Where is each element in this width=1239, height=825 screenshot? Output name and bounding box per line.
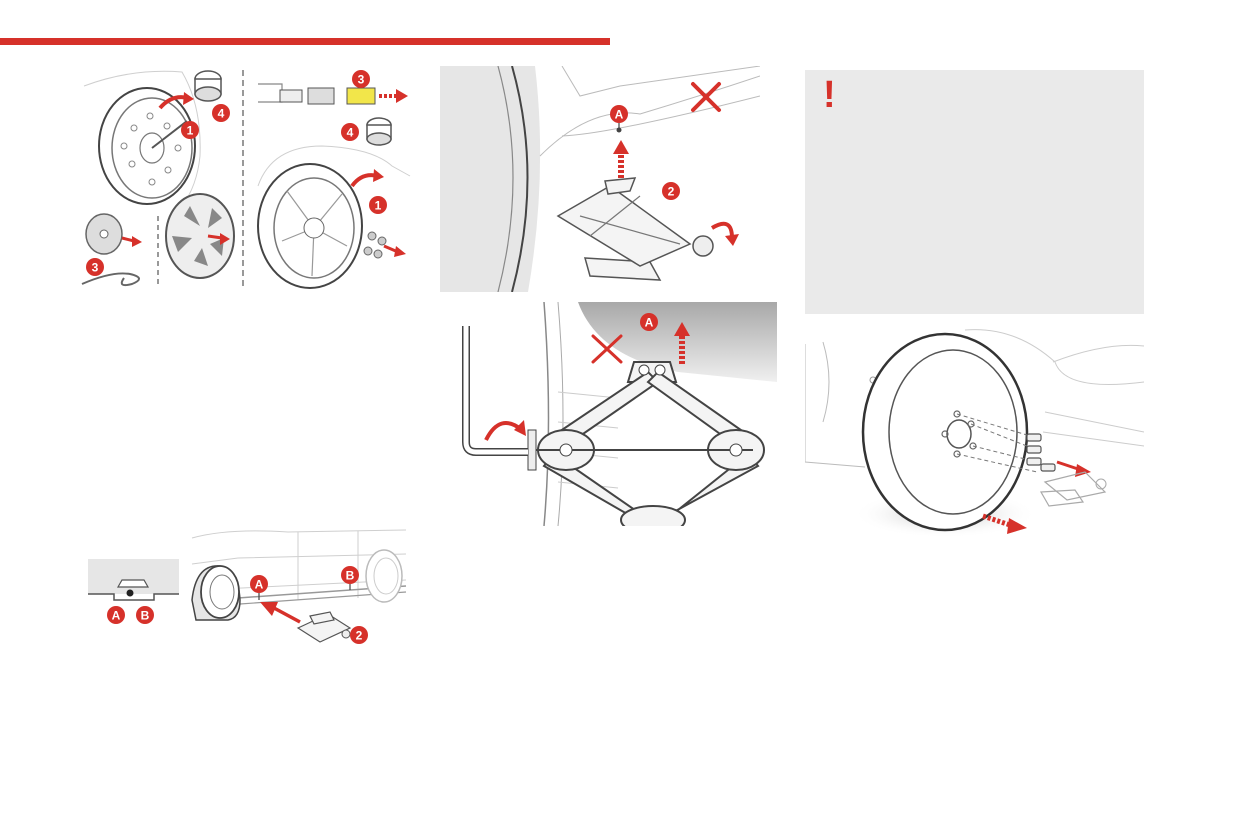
jack-point-callout-b: B [136, 606, 154, 624]
header-accent-bar [0, 38, 610, 45]
callout-1: 1 [181, 121, 199, 139]
callout-3: 3 [352, 70, 370, 88]
svg-text:3: 3 [358, 73, 365, 87]
svg-text:2: 2 [356, 629, 363, 643]
jack-point-callout-a: A [610, 105, 628, 123]
svg-text:1: 1 [375, 199, 382, 213]
svg-text:A: A [645, 316, 654, 330]
svg-text:1: 1 [187, 124, 194, 138]
svg-text:A: A [112, 609, 121, 623]
step-2-callout: 2 [350, 626, 368, 644]
svg-text:A: A [615, 108, 624, 122]
warning-exclamation-icon: ! [823, 74, 836, 116]
jacking-points-overview-illustration: A B A B [88, 528, 408, 648]
jack-point-callout-a: A [640, 313, 658, 331]
jack-point-callout-b: B [341, 566, 359, 584]
svg-text:4: 4 [347, 126, 354, 140]
jack-closeup-illustration: A [458, 302, 777, 526]
callout-3: 3 [86, 258, 104, 276]
wheel-removal-illustration [805, 322, 1144, 544]
wheel-cover-removal-illustration: 1 4 3 [72, 66, 414, 292]
callout-4: 4 [212, 104, 230, 122]
svg-text:B: B [346, 569, 355, 583]
warning-box: ! [805, 70, 1144, 314]
callout-4: 4 [341, 123, 359, 141]
svg-text:4: 4 [218, 107, 225, 121]
jack-point-callout-a: A [250, 575, 268, 593]
svg-text:A: A [255, 578, 264, 592]
jack-point-callout-a: A [107, 606, 125, 624]
jack-positioning-illustration: A 2 [440, 66, 760, 292]
svg-text:3: 3 [92, 261, 99, 275]
step-2-callout: 2 [662, 182, 680, 200]
svg-text:2: 2 [668, 185, 675, 199]
callout-1: 1 [369, 196, 387, 214]
svg-text:B: B [141, 609, 150, 623]
